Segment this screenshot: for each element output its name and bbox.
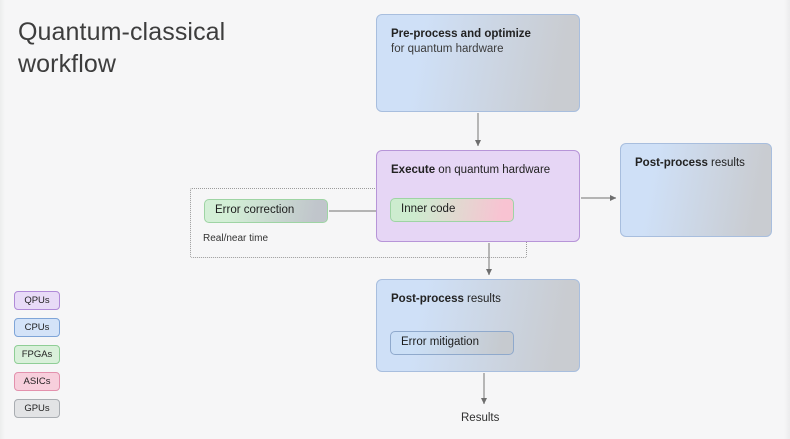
legend-item-label: GPUs — [24, 403, 50, 414]
node-inner-code[interactable]: Inner code — [390, 198, 514, 222]
legend-item-label: QPUs — [24, 295, 50, 306]
legend-item-cpus[interactable]: CPUs — [14, 318, 60, 337]
node-preprocess-label: Pre-process and optimize for quantum har… — [391, 27, 531, 57]
node-execute-label: Execute on quantum hardware — [391, 163, 550, 178]
node-postprocess-right-title: Post-process — [635, 157, 708, 169]
legend-item-asics[interactable]: ASICs — [14, 372, 60, 391]
node-error-mitigation[interactable]: Error mitigation — [390, 331, 514, 355]
node-preprocess-title: Pre-process and optimize — [391, 28, 531, 40]
node-execute[interactable]: Execute on quantum hardware — [376, 150, 580, 242]
node-execute-subtitle: on quantum hardware — [435, 164, 551, 176]
page-title-line1: Quantum-classical — [18, 18, 226, 46]
legend-item-label: ASICs — [23, 376, 51, 387]
legend-item-label: FPGAs — [21, 349, 53, 360]
legend-item-fpgas[interactable]: FPGAs — [14, 345, 60, 364]
slide-left-edge — [0, 0, 5, 439]
node-postprocess-bottom-title: Post-process — [391, 293, 464, 305]
node-postprocess-bottom-label: Post-process results — [391, 292, 501, 307]
node-execute-title: Execute — [391, 164, 436, 176]
node-preprocess[interactable]: Pre-process and optimize for quantum har… — [376, 14, 580, 112]
slide-right-edge — [784, 0, 790, 439]
results-label: Results — [461, 412, 500, 424]
node-error-correction-label: Error correction — [215, 204, 295, 216]
node-error-mitigation-label: Error mitigation — [401, 336, 479, 348]
page-title: Quantum-classical workflow — [18, 16, 318, 80]
node-error-correction[interactable]: Error correction — [204, 199, 328, 223]
legend-item-gpus[interactable]: GPUs — [14, 399, 60, 418]
node-postprocess-right[interactable]: Post-process results — [620, 143, 772, 237]
node-postprocess-bottom-subtitle: results — [463, 293, 501, 305]
node-preprocess-subtitle: for quantum hardware — [391, 43, 504, 55]
node-postprocess-right-label: Post-process results — [635, 156, 745, 171]
node-inner-code-label: Inner code — [401, 203, 456, 215]
node-postprocess-bottom[interactable]: Post-process results — [376, 279, 580, 372]
legend-item-qpus[interactable]: QPUs — [14, 291, 60, 310]
page-title-line2: workflow — [18, 50, 117, 78]
node-postprocess-right-subtitle: results — [707, 157, 745, 169]
legend-item-label: CPUs — [24, 322, 50, 333]
realtime-region-label: Real/near time — [203, 233, 269, 244]
